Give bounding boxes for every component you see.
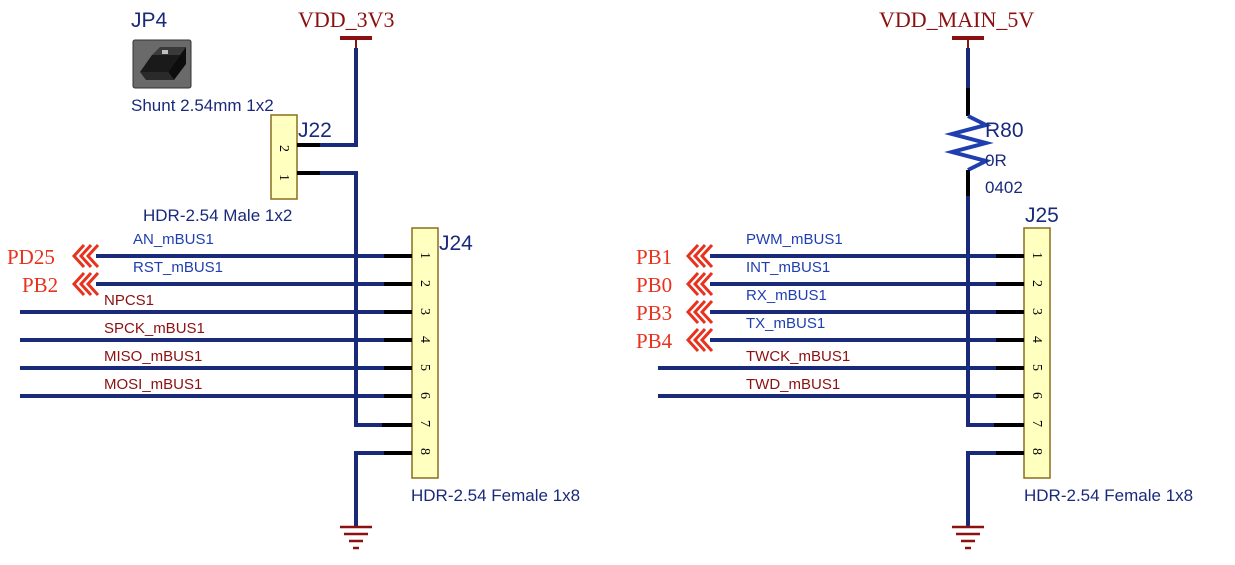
j24-header: J24 1 2 3 4 5 6 7 8 HDR-2.54 Female 1x8 xyxy=(382,227,580,505)
net-label-npcs1: NPCS1 xyxy=(104,292,154,309)
port-pb1-arrow xyxy=(685,243,714,269)
j22-header: J22 2 1 HDR-2.54 Male 1x2 xyxy=(143,114,332,225)
net-label-twck-mbus1: TWCK_mBUS1 xyxy=(746,348,850,365)
j25-pin-numbers: 1 2 3 4 5 6 7 8 xyxy=(1029,252,1044,455)
j25-designator: J25 xyxy=(1025,204,1059,227)
j24-designator: J24 xyxy=(439,232,473,255)
j24-pin-3: 3 xyxy=(417,308,432,315)
port-pd25: PD25 xyxy=(7,245,55,269)
j24-ports: PD25 PB2 xyxy=(7,243,100,297)
r80-package: 0402 xyxy=(985,178,1023,197)
j25-power-wire xyxy=(966,196,996,427)
j24-pin-4: 4 xyxy=(417,336,432,343)
ground-symbol-right xyxy=(952,525,984,550)
jp4-comment: Shunt 2.54mm 1x2 xyxy=(131,96,274,115)
j25-comment: HDR-2.54 Female 1x8 xyxy=(1024,486,1193,505)
j24-pin-2: 2 xyxy=(417,280,432,287)
r80-resistor: R80 0R 0402 xyxy=(944,48,1024,198)
port-pd25-arrow xyxy=(71,243,100,269)
ground-symbol-left xyxy=(340,525,372,550)
j24-net-labels: AN_mBUS1 RST_mBUS1 NPCS1 SPCK_mBUS1 MISO… xyxy=(104,231,223,393)
r80-value: 0R xyxy=(985,151,1007,170)
resistor-zigzag xyxy=(944,114,994,172)
j25-pin-5: 5 xyxy=(1029,364,1044,371)
j22-pin-2: 2 xyxy=(276,145,291,152)
j25-pin-2: 2 xyxy=(1029,280,1044,287)
j22-comment: HDR-2.54 Male 1x2 xyxy=(143,206,292,225)
port-pb3-arrow xyxy=(685,299,714,325)
j24-pin-7: 7 xyxy=(417,420,432,427)
j22-designator: J22 xyxy=(298,119,332,142)
port-pb2-arrow xyxy=(71,271,100,297)
j25-pin-1: 1 xyxy=(1029,252,1044,259)
net-label-int-mbus1: INT_mBUS1 xyxy=(746,259,830,276)
net-label-twd-mbus1: TWD_mBUS1 xyxy=(746,376,840,393)
j24-comment: HDR-2.54 Female 1x8 xyxy=(411,486,580,505)
port-pb0: PB0 xyxy=(636,273,672,297)
port-pb4-arrow xyxy=(685,327,714,353)
j22-pin-1: 1 xyxy=(276,174,291,181)
jp4-shunt-jumper: JP4 Shunt 2.54mm 1x2 xyxy=(131,9,274,115)
vdd-main-5v-power-port: VDD_MAIN_5V xyxy=(879,7,1034,50)
net-label-tx-mbus1: TX_mBUS1 xyxy=(746,315,825,332)
j24-pin-6: 6 xyxy=(417,392,432,399)
j25-body xyxy=(1023,227,1051,479)
net-label-rst-mbus1: RST_mBUS1 xyxy=(133,259,223,276)
j25-ports: PB1 PB0 PB3 PB4 xyxy=(636,243,714,353)
net-label-spck-mbus1: SPCK_mBUS1 xyxy=(104,320,205,337)
j25-header: J25 1 2 3 4 5 6 7 8 HDR-2.54 Female 1x8 xyxy=(994,204,1193,505)
j24-pin-stubs xyxy=(382,254,412,455)
port-pb2: PB2 xyxy=(22,273,58,297)
j22-body xyxy=(270,114,298,200)
j24-pin-1: 1 xyxy=(417,252,432,259)
r80-designator: R80 xyxy=(985,119,1024,142)
j25-pin-4: 4 xyxy=(1029,336,1044,343)
net-label-an-mbus1: AN_mBUS1 xyxy=(133,231,214,248)
j24-pin-5: 5 xyxy=(417,364,432,371)
j25-pin-stubs xyxy=(994,254,1024,455)
port-pb0-arrow xyxy=(685,271,714,297)
j24-body xyxy=(411,227,439,479)
j24-signal-wires xyxy=(20,254,384,527)
net-label-miso-mbus1: MISO_mBUS1 xyxy=(104,348,202,365)
j25-pin-6: 6 xyxy=(1029,392,1044,399)
j25-net-labels: PWM_mBUS1 INT_mBUS1 RX_mBUS1 TX_mBUS1 TW… xyxy=(746,231,850,393)
net-label-rx-mbus1: RX_mBUS1 xyxy=(746,287,827,304)
port-pb4: PB4 xyxy=(636,329,673,353)
j24-pin-numbers: 1 2 3 4 5 6 7 8 xyxy=(417,252,432,455)
j25-pin-3: 3 xyxy=(1029,308,1044,315)
j25-pin-7: 7 xyxy=(1029,420,1044,427)
j25-signal-wires xyxy=(658,254,996,527)
net-label-mosi-mbus1: MOSI_mBUS1 xyxy=(104,376,202,393)
vdd-main-5v-label: VDD_MAIN_5V xyxy=(879,7,1034,32)
j22-wires xyxy=(320,48,384,427)
j24-pin-8: 8 xyxy=(417,448,432,455)
net-label-pwm-mbus1: PWM_mBUS1 xyxy=(746,231,843,248)
vdd-3v3-power-port: VDD_3V3 xyxy=(298,7,395,50)
port-pb3: PB3 xyxy=(636,301,672,325)
jp4-designator: JP4 xyxy=(131,9,168,32)
port-pb1: PB1 xyxy=(636,245,672,269)
vdd-3v3-label: VDD_3V3 xyxy=(298,7,395,32)
j25-pin-8: 8 xyxy=(1029,448,1044,455)
